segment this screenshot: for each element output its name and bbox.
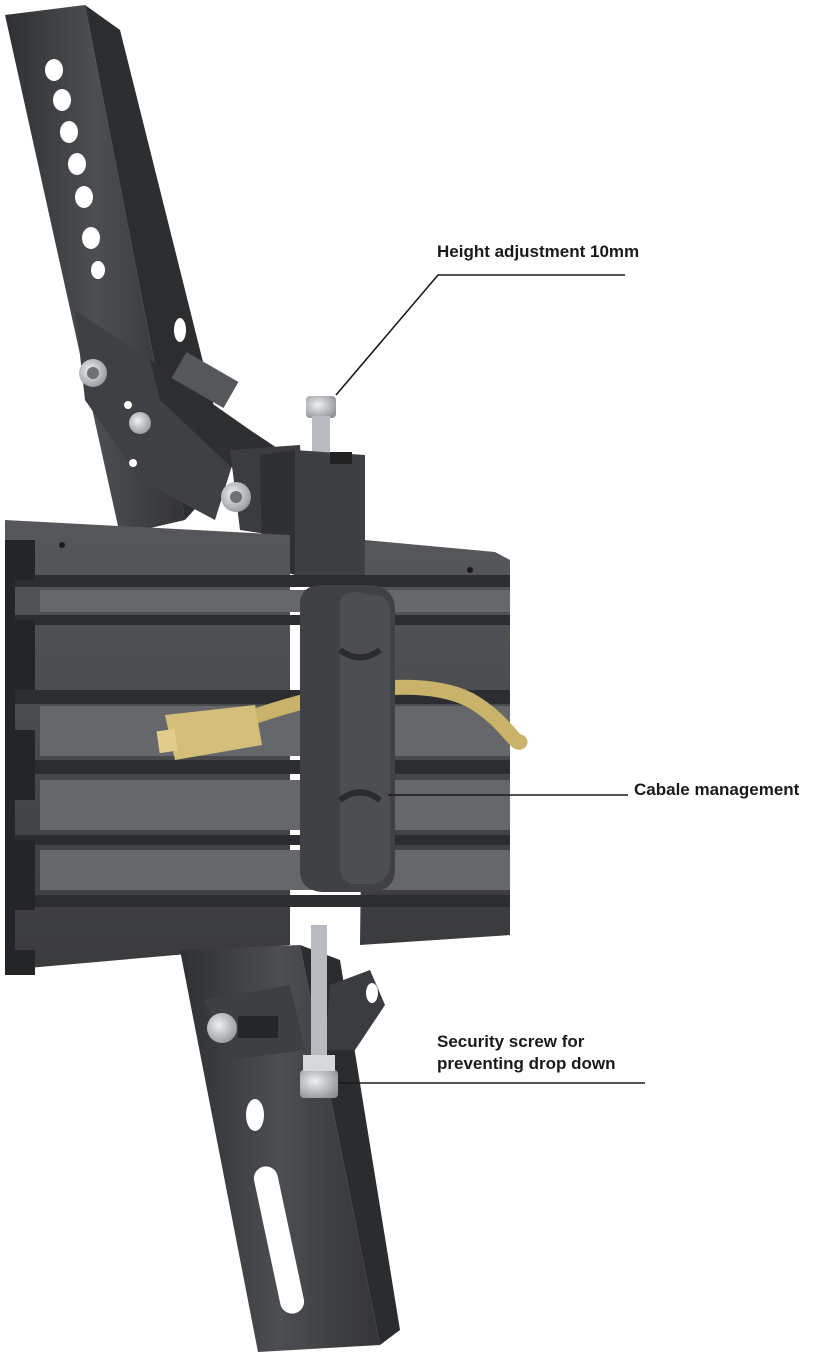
leader-lines xyxy=(335,274,645,1084)
security-screw-label-line2: preventing drop down xyxy=(437,1054,616,1073)
horizontal-rail xyxy=(5,520,510,975)
security-screw-label: Security screw for preventing drop down xyxy=(437,1031,616,1075)
security-screw xyxy=(300,925,338,1098)
lower-arm xyxy=(180,945,400,1352)
cable-management-clip xyxy=(300,585,395,892)
security-screw-label-line1: Security screw for xyxy=(437,1032,585,1051)
cable-management-label: Cabale management xyxy=(634,780,800,799)
height-adjustment-label: Height adjustment 10mm xyxy=(437,242,640,261)
